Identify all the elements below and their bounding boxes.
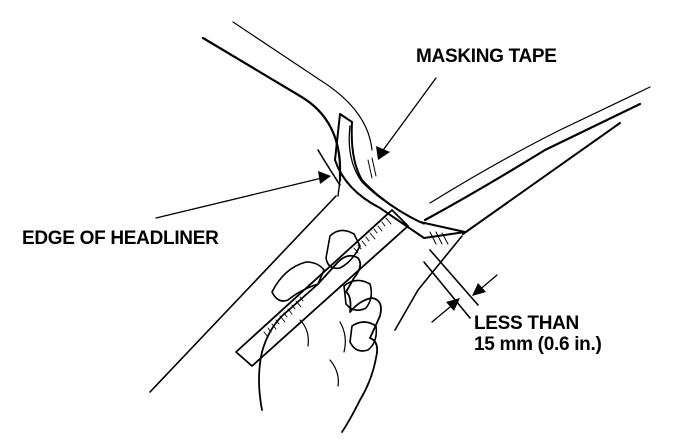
masking-tape-strip <box>334 113 466 245</box>
edge-of-headliner-label: EDGE OF HEADLINER <box>22 228 219 249</box>
dimension-label-line2: 15 mm (0.6 in.) <box>474 334 602 355</box>
roof-pillar-outline <box>201 21 651 222</box>
ruler-graduations <box>263 217 392 338</box>
dimension-label: LESS THAN 15 mm (0.6 in.) <box>474 313 602 355</box>
leader-masking-tape <box>376 77 437 160</box>
hand <box>258 229 382 433</box>
leader-edge-of-headliner <box>155 171 331 219</box>
dimension-arrows <box>431 274 498 323</box>
ruler <box>235 209 409 367</box>
pillar-lines <box>149 195 479 393</box>
masking-tape-label: MASKING TAPE <box>416 46 557 67</box>
window-edge <box>317 122 621 235</box>
dimension-label-line1: LESS THAN <box>474 313 579 334</box>
